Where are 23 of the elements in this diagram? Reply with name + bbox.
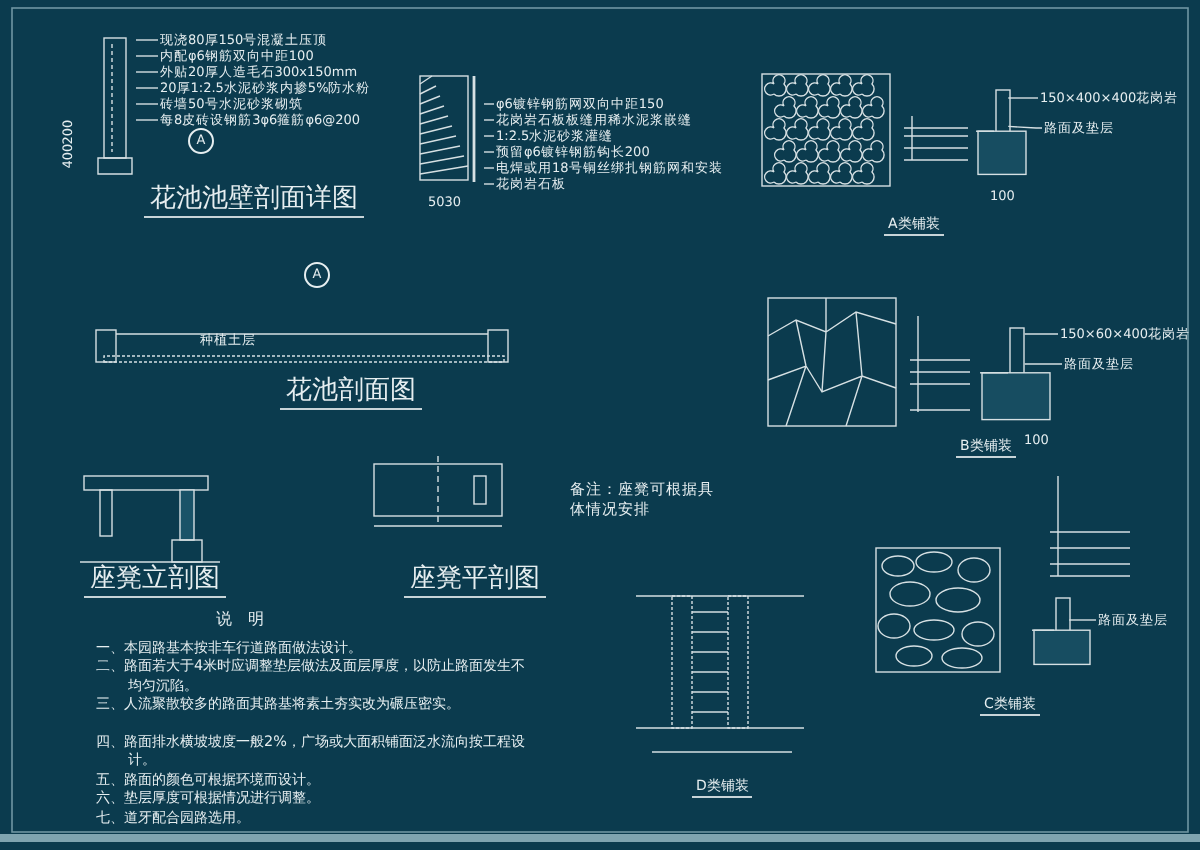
wall-section-drawing (96, 36, 136, 176)
leader-line (135, 71, 159, 73)
leader-line (483, 183, 495, 185)
leader-line (1023, 363, 1063, 365)
leader-line (483, 103, 495, 105)
leader-line (483, 135, 495, 137)
leader-line (1007, 125, 1043, 129)
leader-line (1007, 97, 1039, 99)
notes-heading: 说 明 (216, 612, 264, 628)
drawing-title: 花池剖面图 (280, 372, 422, 410)
leader-line (483, 151, 495, 153)
leader-line (135, 87, 159, 89)
leader-line (1068, 619, 1097, 621)
leader-line (483, 167, 495, 169)
drawing-title: 座凳立剖图 (84, 560, 226, 598)
leader-line (135, 39, 159, 41)
leader-line (135, 55, 159, 57)
leader-line (135, 119, 159, 121)
leader-line (135, 103, 159, 105)
drawing-title: 座凳平剖图 (404, 560, 546, 598)
leader-line (1023, 333, 1059, 335)
leader-line (483, 119, 495, 121)
drawing-title: 花池池壁剖面详图 (144, 180, 364, 218)
